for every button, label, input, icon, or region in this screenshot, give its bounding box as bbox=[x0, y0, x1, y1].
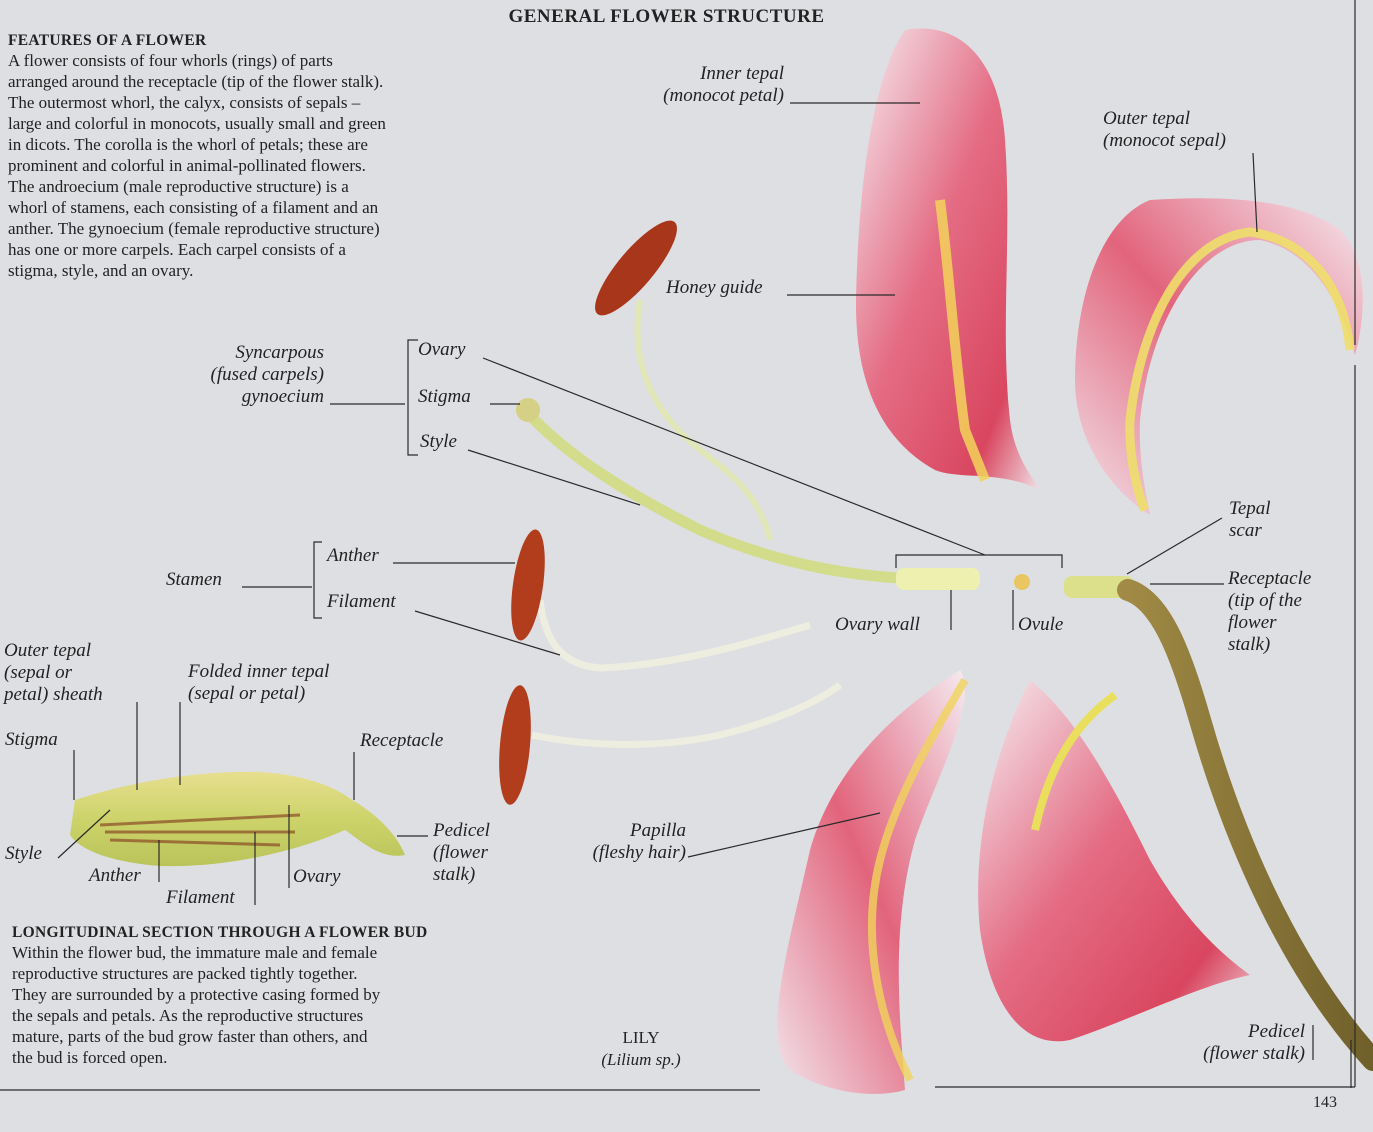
features-block: FEATURES OF A FLOWER A flower consists o… bbox=[8, 32, 518, 281]
section-block: LONGITUDINAL SECTION THROUGH A FLOWER BU… bbox=[12, 924, 512, 1068]
label-filament: Filament bbox=[327, 591, 396, 613]
label-bud-pedicel: Pedicel (flower stalk) bbox=[433, 820, 490, 886]
style-shape bbox=[525, 410, 900, 578]
text-line: A flower consists of four whorls (rings)… bbox=[8, 50, 518, 71]
figure-caption: LILY (Lilium sp.) bbox=[560, 1027, 722, 1071]
label-stamen: Stamen bbox=[166, 569, 222, 591]
text-line: They are surrounded by a protective casi… bbox=[12, 984, 512, 1005]
section-text: Within the flower bud, the immature male… bbox=[12, 942, 512, 1068]
stigma-shape bbox=[516, 398, 540, 422]
label-honey-guide: Honey guide bbox=[666, 277, 763, 299]
text-line: arranged around the receptacle (tip of t… bbox=[8, 71, 518, 92]
text-line: The outermost whorl, the calyx, consists… bbox=[8, 92, 518, 113]
caption-species: (Lilium sp.) bbox=[560, 1049, 722, 1071]
label-bud-anther: Anther bbox=[89, 865, 141, 887]
text-line: large and colorful in monocots, usually … bbox=[8, 113, 518, 134]
features-heading: FEATURES OF A FLOWER bbox=[8, 32, 518, 50]
label-outer-tepal: Outer tepal (monocot sepal) bbox=[1103, 108, 1226, 152]
label-bud-receptacle: Receptacle bbox=[360, 730, 443, 752]
label-papilla: Papilla (fleshy hair) bbox=[593, 820, 686, 864]
label-bud-folded-inner: Folded inner tepal (sepal or petal) bbox=[188, 661, 329, 705]
label-syncarpous: Syncarpous (fused carpels) gynoecium bbox=[211, 342, 324, 408]
page-number: 143 bbox=[1313, 1094, 1337, 1112]
text-line: stigma, style, and an ovary. bbox=[8, 260, 518, 281]
ovule-shape bbox=[1014, 574, 1030, 590]
features-text: A flower consists of four whorls (rings)… bbox=[8, 50, 518, 281]
label-bud-outer-tepal: Outer tepal (sepal or petal) sheath bbox=[4, 640, 103, 706]
text-line: The androecium (male reproductive struct… bbox=[8, 176, 518, 197]
ovary-wall-shape bbox=[896, 568, 980, 590]
label-stigma: Stigma bbox=[418, 386, 471, 408]
section-heading: LONGITUDINAL SECTION THROUGH A FLOWER BU… bbox=[12, 924, 512, 942]
mid-filament-shape bbox=[540, 600, 810, 668]
label-ovule: Ovule bbox=[1018, 614, 1063, 636]
text-line: anther. The gynoecium (female reproducti… bbox=[8, 218, 518, 239]
label-tepal-scar: Tepal scar bbox=[1229, 498, 1271, 542]
label-bud-style: Style bbox=[5, 843, 42, 865]
label-receptacle: Receptacle (tip of the flower stalk) bbox=[1228, 568, 1311, 656]
label-style: Style bbox=[420, 431, 457, 453]
label-anther: Anther bbox=[327, 545, 379, 567]
text-line: the bud is forced open. bbox=[12, 1047, 512, 1068]
text-line: the sepals and petals. As the reproducti… bbox=[12, 1005, 512, 1026]
label-bud-ovary: Ovary bbox=[293, 866, 340, 888]
low-filament-shape bbox=[532, 685, 840, 744]
low-anther-shape bbox=[495, 684, 535, 806]
label-bud-filament: Filament bbox=[166, 887, 235, 909]
text-line: mature, parts of the bud grow faster tha… bbox=[12, 1026, 512, 1047]
text-line: reproductive structures are packed tight… bbox=[12, 963, 512, 984]
label-ovary-wall: Ovary wall bbox=[835, 614, 920, 636]
label-inner-tepal: Inner tepal (monocot petal) bbox=[663, 63, 784, 107]
label-pedicel: Pedicel (flower stalk) bbox=[1203, 1021, 1305, 1065]
text-line: in dicots. The corolla is the whorl of p… bbox=[8, 134, 518, 155]
label-ovary: Ovary bbox=[418, 339, 465, 361]
text-line: has one or more carpels. Each carpel con… bbox=[8, 239, 518, 260]
text-line: Within the flower bud, the immature male… bbox=[12, 942, 512, 963]
text-line: prominent and colorful in animal-pollina… bbox=[8, 155, 518, 176]
text-line: whorl of stamens, each consisting of a f… bbox=[8, 197, 518, 218]
page-title: GENERAL FLOWER STRUCTURE bbox=[0, 6, 1333, 28]
label-bud-stigma: Stigma bbox=[5, 729, 58, 751]
caption-name: LILY bbox=[560, 1027, 722, 1049]
